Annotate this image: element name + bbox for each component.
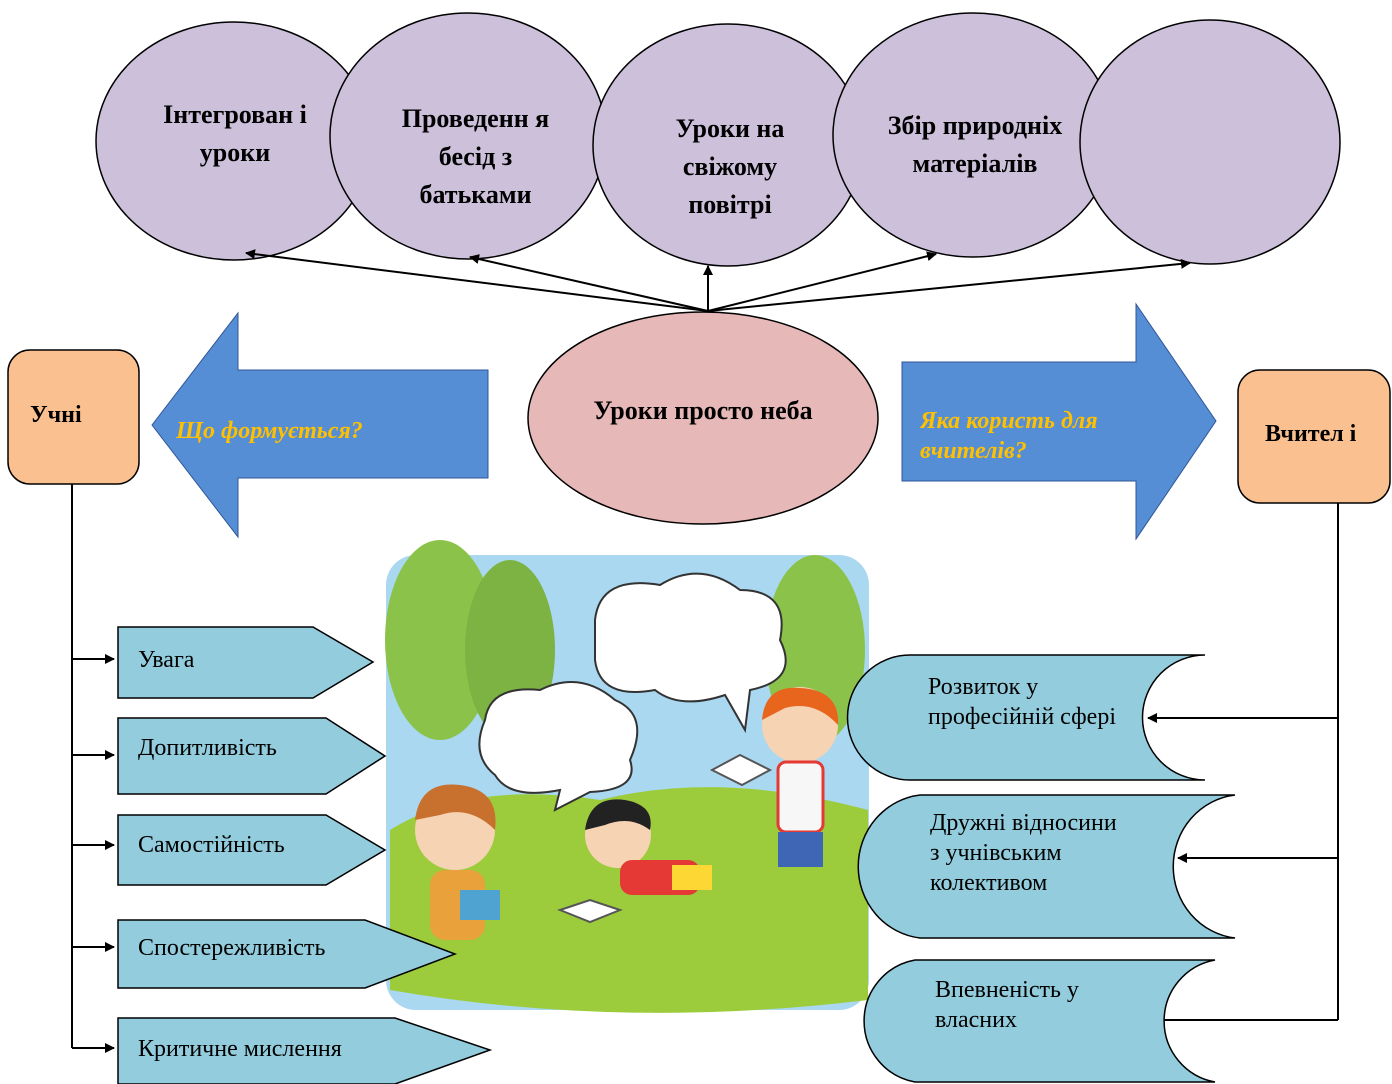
teacher-item-1-label: Розвиток у професійній сфері: [928, 674, 1116, 730]
oval-3-label: Уроки на свіжому повітрі: [675, 114, 785, 219]
center-oval: [527, 311, 879, 525]
student-item-2-shape: [117, 717, 387, 795]
grass-hill: [390, 787, 868, 1013]
girl-middle-hair: [585, 799, 651, 830]
student-item-5-label: Критичне мислення: [138, 1036, 342, 1062]
student-item-3-label: Самостійність: [138, 832, 285, 858]
boy-shorts: [778, 832, 823, 867]
girl-middle-legs: [672, 865, 712, 890]
boy-hair: [762, 687, 839, 725]
connector-to-oval-1: [245, 249, 709, 312]
thought-bubble-large: [594, 572, 787, 734]
connector-to-oval-2: [469, 254, 709, 312]
teachers-box: [1237, 369, 1391, 504]
open-book-ground: [557, 898, 623, 924]
teachers-question: Яка користь для вчителів?: [920, 408, 1098, 464]
tree-left: [385, 540, 495, 740]
oval-2-label: Проведенн я бесід з батьками: [401, 104, 550, 209]
connector-to-oval-4: [707, 251, 937, 312]
boy-book: [709, 753, 773, 787]
boy-shirt: [776, 760, 825, 834]
oval-1-label: Інтегрован і уроки: [163, 100, 307, 167]
thought-bubble-small: [478, 681, 639, 812]
students-question: Що формується?: [176, 418, 363, 444]
connector-to-oval-5: [707, 258, 1191, 312]
teacher-item-2-label: Дружні відносини з учнівським колективом: [930, 810, 1117, 896]
girl-left-hair: [415, 784, 496, 830]
oval-empty: [1079, 19, 1341, 265]
teacher-item-3-shape: [863, 959, 1216, 1083]
student-item-3-shape: [117, 814, 387, 886]
girl-left-body: [430, 870, 485, 940]
students-box: [7, 349, 140, 485]
student-item-2-label: Допитливість: [138, 735, 277, 761]
teacher-item-1-shape: [846, 654, 1206, 781]
student-item-5-shape: [117, 1017, 493, 1084]
students-box-label: Учні: [30, 402, 82, 428]
teacher-item-2-shape: [857, 794, 1236, 939]
teacher-item-3-label: Впевненість у власних: [935, 977, 1079, 1033]
oval-4-label: Збір природніх матеріалів: [887, 111, 1063, 178]
oval-5-label: [1120, 110, 1300, 186]
children-reading-illustration: [385, 540, 869, 1013]
student-item-4-label: Спостережливість: [138, 935, 326, 961]
student-item-1-shape: [117, 626, 375, 699]
student-item-4-shape: [117, 919, 458, 989]
center-label: Уроки просто неба: [593, 396, 813, 425]
arrow-left-students: [151, 311, 489, 539]
teachers-box-label: Вчител і: [1265, 421, 1357, 447]
student-item-1-label: Увага: [138, 647, 195, 673]
girl-left-book: [460, 890, 500, 920]
arrow-right-teachers: [901, 302, 1217, 541]
